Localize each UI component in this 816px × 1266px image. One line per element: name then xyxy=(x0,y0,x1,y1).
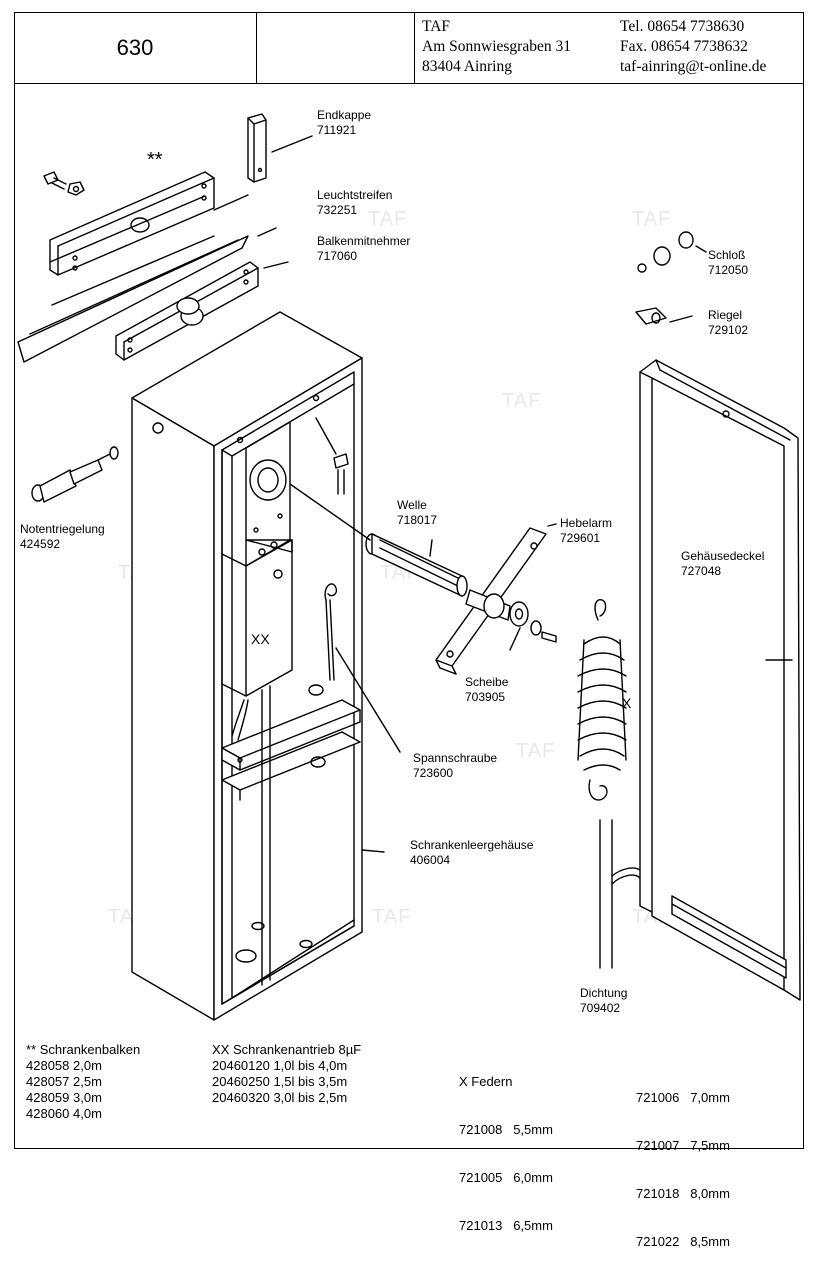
company-address: TAF Am Sonnwiesgraben 31 83404 Ainring xyxy=(422,17,571,77)
table-row: 721007 7,5mm xyxy=(636,1138,730,1153)
barrier-beam xyxy=(49,171,249,306)
leader-line xyxy=(335,647,401,753)
housing-body xyxy=(131,311,363,1021)
schloss-part xyxy=(637,231,707,273)
table-row: 721022 8,5mm xyxy=(636,1234,730,1249)
email: taf-ainring@t-online.de xyxy=(620,58,767,75)
company-contact: Tel. 08654 7738630 Fax. 08654 7738632 ta… xyxy=(620,17,766,77)
marker-spring: X xyxy=(622,695,632,711)
table-row: 721006 7,0mm xyxy=(636,1090,730,1105)
table-federn: X Federn 721008 5,5mm 721005 6,0mm 72101… xyxy=(459,1042,553,1250)
bolt-nut xyxy=(43,171,85,196)
dichtung-part xyxy=(599,819,641,969)
table-title: XX Schrankenantrieb 8µF xyxy=(212,1042,362,1057)
cover-part xyxy=(639,359,801,1001)
page-number: 630 xyxy=(116,35,154,60)
table-schrankenantrieb: XX Schrankenantrieb 8µF 20460120 1,0l bi… xyxy=(212,1042,361,1106)
table-row: 428057 2,5m xyxy=(26,1074,102,1089)
table-row: 721013 6,5mm xyxy=(459,1218,553,1233)
watermark: TAF xyxy=(372,906,412,928)
header-bar xyxy=(14,12,804,84)
company-name: TAF xyxy=(422,18,451,35)
endkappe-part xyxy=(247,113,313,183)
marker-beam: ** xyxy=(147,149,163,171)
balkenmitnehmer-part xyxy=(115,261,289,361)
table-row: 721005 6,0mm xyxy=(459,1170,553,1185)
scheibe-part xyxy=(509,601,557,651)
table-row: 20460320 3,0l bis 2,5m xyxy=(212,1090,348,1105)
watermark: TAF xyxy=(632,208,672,230)
marker-drive: XX xyxy=(251,631,270,647)
watermark: TAF xyxy=(502,390,542,412)
phone: Tel. 08654 7738630 xyxy=(620,18,745,35)
leuchtstreifen-part xyxy=(17,227,277,363)
riegel-part xyxy=(635,307,693,325)
watermark: TAF xyxy=(516,740,556,762)
table-row: 20460120 1,0l bis 4,0m xyxy=(212,1058,348,1073)
table-row: 20460250 1,5l bis 3,5m xyxy=(212,1074,348,1089)
company-street: Am Sonnwiesgraben 31 xyxy=(422,38,571,55)
spring-part xyxy=(577,599,627,801)
table-row: 428060 4,0m xyxy=(26,1106,102,1121)
header-divider xyxy=(414,12,415,84)
table-row: 721018 8,0mm xyxy=(636,1186,730,1201)
company-city: 83404 Ainring xyxy=(422,58,512,75)
table-title: X Federn xyxy=(459,1074,513,1089)
header-divider xyxy=(256,12,257,84)
leader-line xyxy=(361,849,385,853)
table-row: 428058 2,0m xyxy=(26,1058,102,1073)
exploded-view-drawing xyxy=(17,113,801,1021)
hebelarm-part xyxy=(435,523,557,675)
watermark: TAF xyxy=(368,208,408,230)
table-schrankenbalken: ** Schrankenbalken 428058 2,0m 428057 2,… xyxy=(26,1042,140,1122)
table-row: 428059 3,0m xyxy=(26,1090,102,1105)
fax: Fax. 08654 7738632 xyxy=(620,38,748,55)
page-frame xyxy=(14,12,804,1149)
table-row: 721008 5,5mm xyxy=(459,1122,553,1137)
table-federn-right: 721006 7,0mm 721007 7,5mm 721018 8,0mm 7… xyxy=(636,1058,730,1266)
notentriegelung-part xyxy=(31,446,119,503)
welle-part xyxy=(289,483,468,597)
table-title: ** Schrankenbalken xyxy=(26,1042,141,1057)
